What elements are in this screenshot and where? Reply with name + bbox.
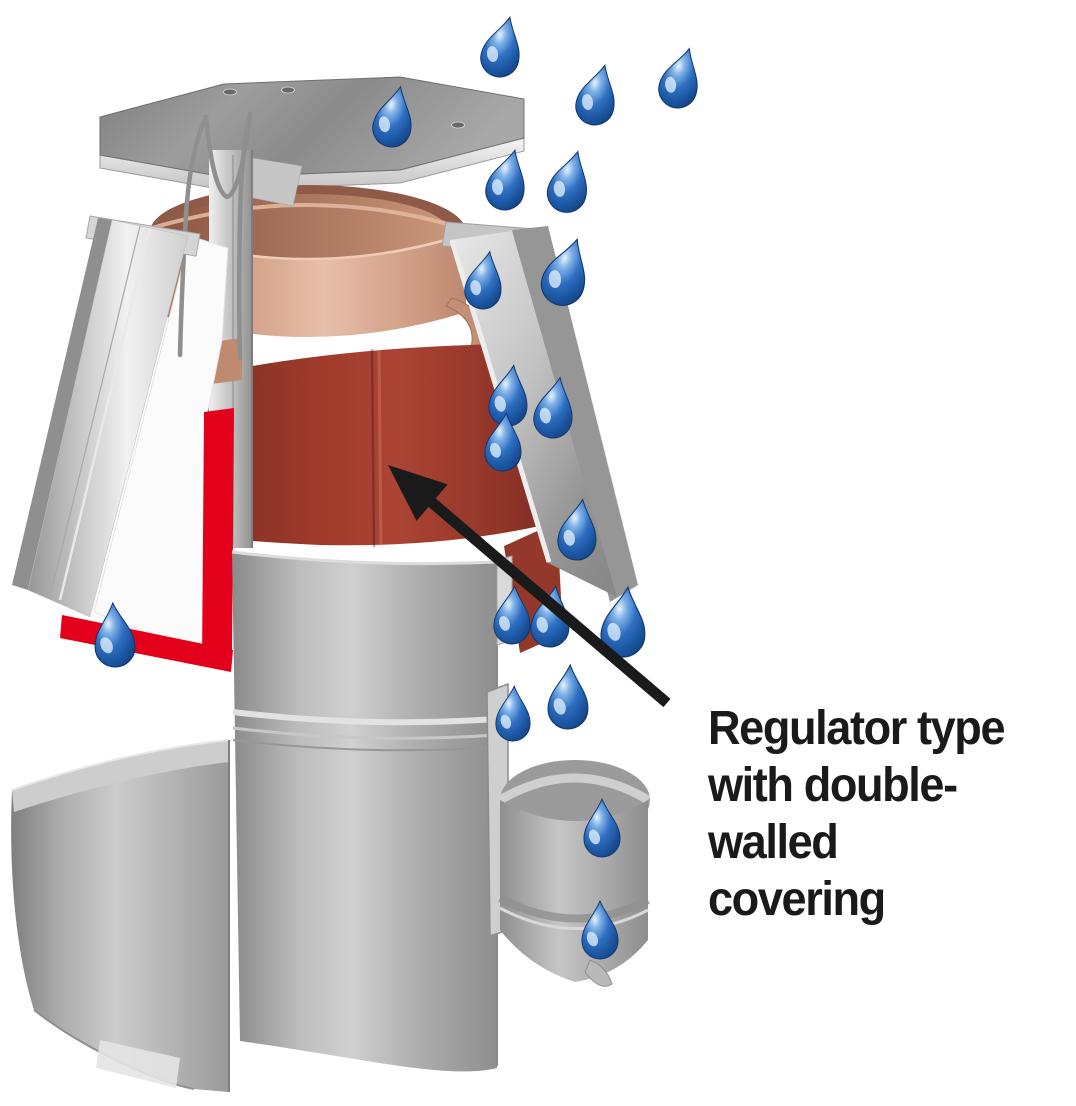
right-drum-bottom-curl [584,959,613,987]
wire-left [177,114,209,358]
body-seam-dark [370,348,376,548]
raindrop [476,12,529,82]
left-drum-face [11,740,228,1092]
shroud-left [12,215,201,618]
raindrop [546,663,591,731]
wire-loop [203,111,253,200]
cylinder-seam-dark [232,739,497,752]
raindrop [653,42,709,113]
cylinder-seam-light [232,709,497,726]
cap-rivet-hole [281,86,295,94]
raindrop [571,60,624,130]
left-drum-top-edge [11,739,229,791]
rain-cap-plate [99,76,525,191]
right-drum-seam-highlight [499,906,649,930]
right-drum-rim [497,773,651,804]
cap-rivet-hole [223,88,237,96]
strut-bracket [252,157,303,207]
arrow-shaft [425,495,671,708]
right-drum-face [500,800,648,982]
body-seam-light [377,348,383,547]
caption-label: Regulator type with double- walled cover… [708,700,1065,928]
wire-clip [177,111,253,361]
left-drum-inner-sliver [96,1040,180,1088]
central-cylinder [232,552,497,1072]
caption-line-1: Regulator type [708,702,1006,755]
cap-rivet-hole [451,121,465,129]
arrow-head [388,465,448,521]
collar-rim-highlight [151,203,463,230]
central-cylinder-top-rim [231,550,498,566]
left-drum-top-face [12,740,228,812]
right-panel-face [450,231,617,597]
raindrop [542,146,598,218]
right-drum [497,760,651,987]
caption-line-4: covering [708,873,886,926]
pointer-arrow [388,465,671,708]
left-panel-crease-light [58,227,152,601]
caption-line-2: with double- [708,759,958,812]
left-panel-crease-dark [49,225,141,598]
caption-line-3: walled [708,816,839,869]
left-panel-face [27,219,189,618]
cylinder-seam-mid [232,726,497,740]
left-panel-bevel [12,218,112,590]
base-cylinders [11,550,651,1092]
red-trim-vertical [202,408,234,662]
right-drum-seam [498,894,650,923]
right-panel-back [512,226,638,602]
body-cylinder [201,342,557,546]
cap-plate-top [99,76,525,178]
